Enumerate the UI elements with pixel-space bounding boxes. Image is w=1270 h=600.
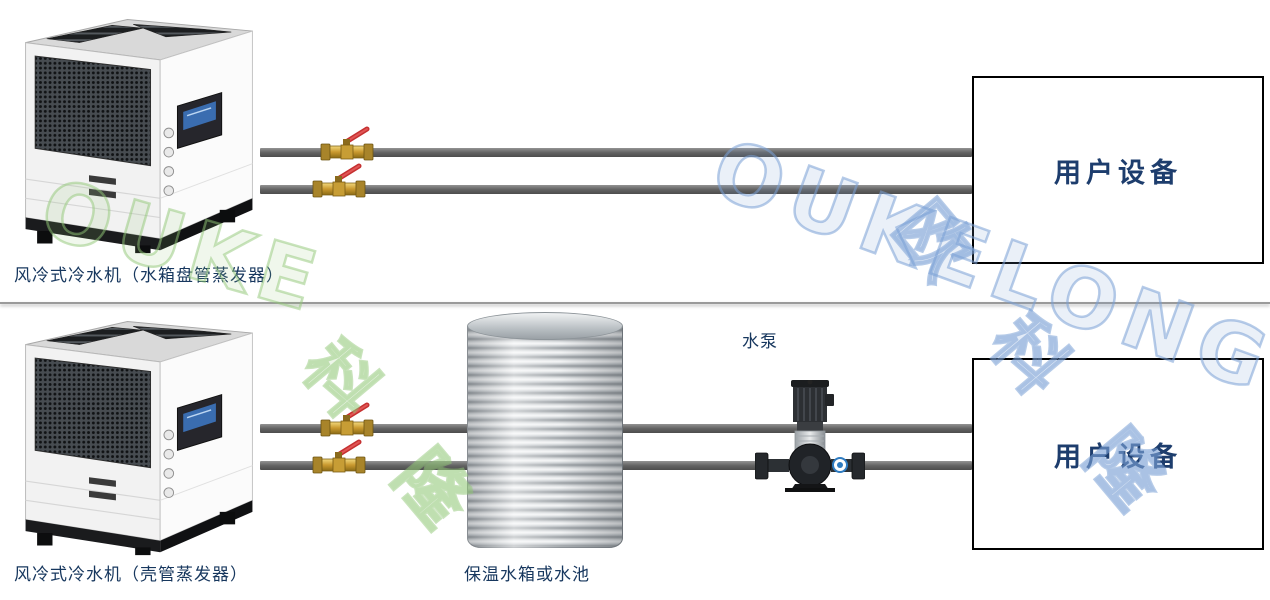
bottom-supply-valve-icon	[320, 398, 374, 438]
bottom-user-device-box: 用户设备	[972, 358, 1264, 550]
top-supply-valve-icon	[320, 122, 374, 162]
tank-sheen	[467, 326, 623, 548]
tank-lid	[467, 312, 623, 340]
pump-caption: 水泵	[742, 332, 778, 352]
top-chiller-icon	[14, 8, 264, 256]
water-pump-icon	[754, 378, 866, 493]
top-supply-pipe	[260, 148, 972, 157]
insulated-tank-icon	[467, 312, 623, 548]
top-chiller-caption: 风冷式冷水机（水箱盘管蒸发器）	[14, 266, 284, 286]
bottom-chiller-icon	[14, 310, 264, 558]
top-return-pipe	[260, 185, 972, 194]
section-divider	[0, 302, 1270, 304]
top-user-device-box: 用户设备	[972, 76, 1264, 264]
bottom-user-device-label: 用户设备	[1054, 441, 1182, 473]
bottom-chiller-caption: 风冷式冷水机（壳管蒸发器）	[14, 565, 248, 585]
tank-caption: 保温水箱或水池	[464, 565, 590, 585]
top-return-valve-icon	[312, 159, 366, 199]
top-user-device-label: 用户设备	[1054, 157, 1182, 189]
bottom-return-valve-icon	[312, 435, 366, 475]
